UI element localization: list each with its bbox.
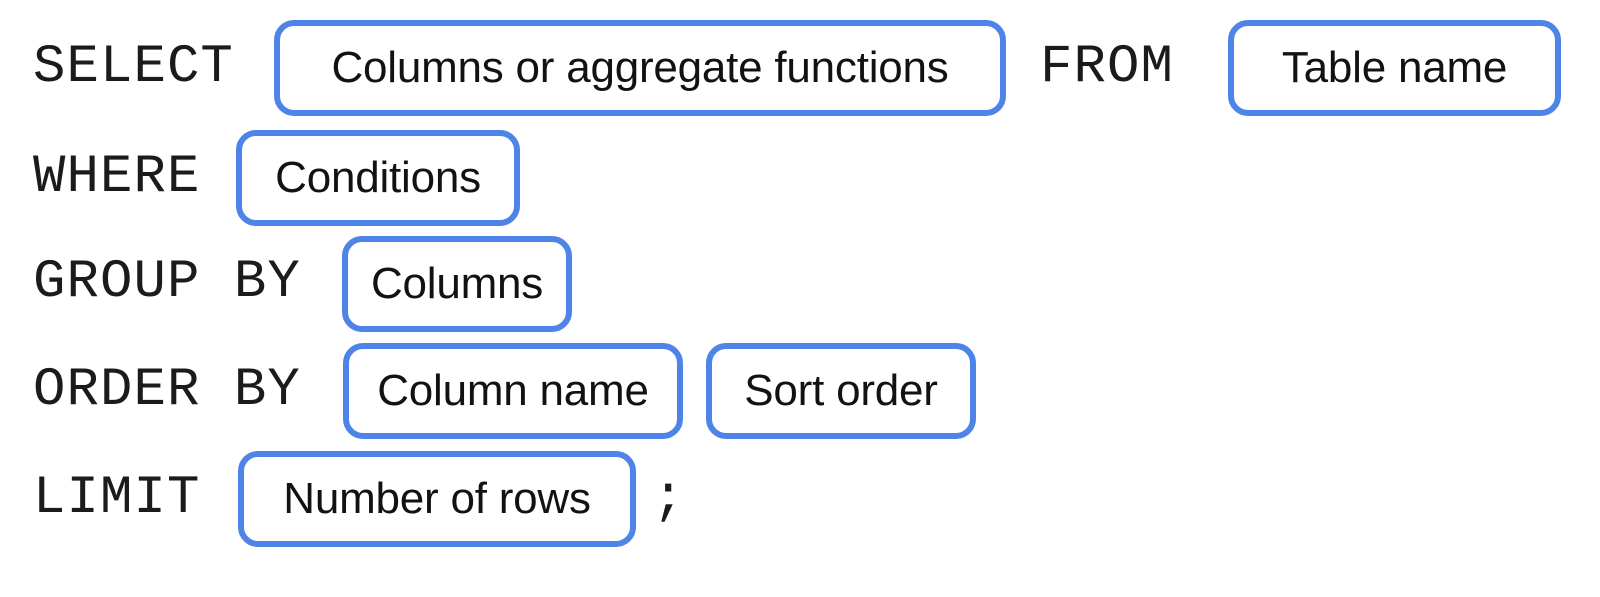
slot-label-sort-order: Sort order [744, 366, 938, 415]
statement-terminator-semicolon: ; [652, 468, 685, 529]
slot-label-table-name: Table name [1281, 43, 1508, 92]
slot-label-columns-or-aggregate-functions: Columns or aggregate functions [331, 43, 949, 92]
slot-sort-order[interactable]: Sort order [706, 343, 976, 439]
keyword-from: FROM [1040, 37, 1174, 98]
keyword-limit: LIMIT [33, 468, 201, 529]
slot-columns[interactable]: Columns [342, 236, 572, 332]
slot-columns-or-aggregate-functions[interactable]: Columns or aggregate functions [274, 20, 1006, 116]
keyword-order-by: ORDER BY [33, 360, 301, 421]
slot-table-name[interactable]: Table name [1228, 20, 1561, 116]
slot-label-conditions: Conditions [275, 153, 481, 202]
slot-label-number-of-rows: Number of rows [283, 474, 591, 523]
keyword-select: SELECT [33, 37, 234, 98]
slot-number-of-rows[interactable]: Number of rows [238, 451, 636, 547]
slot-column-name[interactable]: Column name [343, 343, 683, 439]
slot-conditions[interactable]: Conditions [236, 130, 520, 226]
slot-label-columns: Columns [370, 259, 544, 308]
keyword-where: WHERE [33, 147, 201, 208]
keyword-group-by: GROUP BY [33, 252, 301, 313]
slot-label-column-name: Column name [377, 366, 649, 415]
